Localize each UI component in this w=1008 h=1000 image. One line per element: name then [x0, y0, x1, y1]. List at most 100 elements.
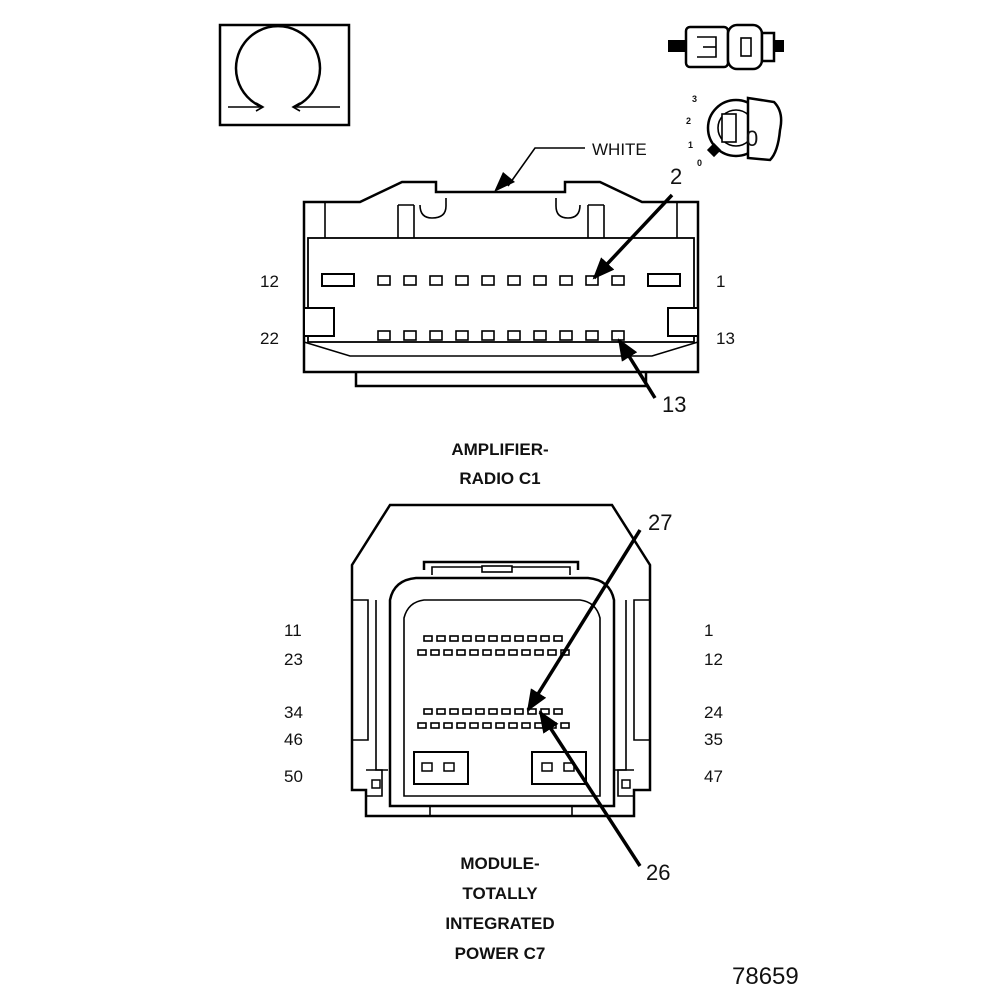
c1-bottom-cavity — [559, 330, 573, 341]
c1-bottom-cavity — [481, 330, 495, 341]
c1-label-pin-12: 12 — [260, 272, 279, 291]
c7-callout-arrow-27 — [526, 529, 642, 712]
c1-callout-2: 2 — [670, 164, 682, 189]
c7-label-pin-50: 50 — [284, 767, 303, 786]
c7-row4-cavity — [495, 722, 505, 729]
c7-row4-cavity — [443, 722, 453, 729]
wire-color-label: WHITE — [592, 140, 647, 159]
c7-row4-cavity — [521, 722, 531, 729]
c1-top-cavity — [533, 275, 547, 286]
c7-label-pin-23: 23 — [284, 650, 303, 669]
c7-row2-cavity — [443, 649, 453, 656]
c7-caption-line4: POWER C7 — [455, 944, 546, 963]
c7-row2-cavity — [417, 649, 427, 656]
c7-row4-cavity — [456, 722, 466, 729]
c7-row3-cavity — [462, 708, 472, 715]
ignition-position-1: 1 — [688, 140, 693, 150]
c7-row2-cavity — [456, 649, 466, 656]
c7-label-pin-34: 34 — [284, 703, 303, 722]
c7-row4-cavity — [482, 722, 492, 729]
c7-caption-line1: MODULE- — [460, 854, 539, 873]
c7-row4-cavity — [508, 722, 518, 729]
c1-caption-line1: AMPLIFIER- — [451, 440, 548, 459]
ignition-position-0: 0 — [697, 158, 702, 168]
c7-row4-cavity — [560, 722, 570, 729]
c1-top-cavity — [559, 275, 573, 286]
c7-row3-cavity — [488, 708, 498, 715]
ignition-position-2: 2 — [686, 116, 691, 126]
c1-top-cavity — [455, 275, 469, 286]
c1-bottom-cavity — [403, 330, 417, 341]
c7-row2-cavity — [547, 649, 557, 656]
c1-pin-row-top — [377, 275, 625, 286]
c7-row1-cavity — [488, 635, 498, 642]
c7-callout-arrow-26 — [538, 710, 642, 867]
c1-top-cavity — [507, 275, 521, 286]
c7-row1-cavity — [540, 635, 550, 642]
c7-caption-line2: TOTALLY — [462, 884, 538, 903]
ohm-resistance-icon — [218, 23, 351, 127]
c1-label-pin-22: 22 — [260, 329, 279, 348]
c7-row1-cavity — [501, 635, 511, 642]
c7-row3-cavity — [423, 708, 433, 715]
c1-bottom-cavity — [455, 330, 469, 341]
c7-label-pin-1: 1 — [704, 621, 713, 640]
c1-bottom-cavity — [585, 330, 599, 341]
ignition-key-label: 0 — [746, 126, 758, 151]
c7-row3-cavity — [436, 708, 446, 715]
c7-row4-cavity — [469, 722, 479, 729]
c7-label-pin-35: 35 — [704, 730, 723, 749]
c1-caption-line2: RADIO C1 — [459, 469, 540, 488]
c7-row1-cavity — [449, 635, 459, 642]
c7-row3-cavity — [501, 708, 511, 715]
c7-callout-26: 26 — [646, 860, 670, 885]
c7-label-pin-46: 46 — [284, 730, 303, 749]
c7-row2-cavity — [469, 649, 479, 656]
c7-row1-cavity — [475, 635, 485, 642]
c7-row1-cavity — [436, 635, 446, 642]
c7-row1-cavity — [527, 635, 537, 642]
c7-row2-cavity — [482, 649, 492, 656]
c1-label-pin-1: 1 — [716, 272, 725, 291]
c7-row4-cavity — [534, 722, 544, 729]
c7-row4-cavity — [417, 722, 427, 729]
c7-label-pin-12: 12 — [704, 650, 723, 669]
c1-top-cavity — [611, 275, 625, 286]
c7-row2-cavity — [534, 649, 544, 656]
connector-c1: WHITE 12 1 22 13 2 13 AMPLIFIER- — [260, 140, 735, 488]
c1-bottom-cavity — [611, 330, 625, 341]
c7-callout-27: 27 — [648, 510, 672, 535]
c7-label-pin-11: 11 — [284, 621, 302, 640]
ignition-position-3: 3 — [692, 94, 697, 104]
connector-c7: 11 1 23 12 34 24 46 35 50 47 27 26 MODUL… — [284, 503, 723, 963]
c7-label-pin-47: 47 — [704, 767, 723, 786]
ignition-key-icon: 3 2 1 0 0 — [686, 94, 783, 168]
c7-row2-cavity — [521, 649, 531, 656]
c1-bottom-cavity — [377, 330, 391, 341]
c7-row3-cavity — [514, 708, 524, 715]
c7-row1-cavity — [514, 635, 524, 642]
c1-top-cavity — [585, 275, 599, 286]
c1-label-pin-13: 13 — [716, 329, 735, 348]
c1-top-cavity — [403, 275, 417, 286]
c7-row4-cavity — [430, 722, 440, 729]
c1-callout-arrow-2 — [592, 193, 674, 280]
c1-bottom-cavity — [533, 330, 547, 341]
c7-row3-cavity — [475, 708, 485, 715]
c7-row1-cavity — [462, 635, 472, 642]
c7-row1-cavity — [423, 635, 433, 642]
c1-top-cavity — [429, 275, 443, 286]
c7-caption-line3: INTEGRATED — [445, 914, 554, 933]
c1-callout-13: 13 — [662, 392, 686, 417]
c1-bottom-cavity — [429, 330, 443, 341]
c7-row3-cavity — [553, 708, 563, 715]
c1-callout-arrow-13 — [617, 338, 657, 399]
c1-bottom-cavity — [507, 330, 521, 341]
c1-top-cavity — [481, 275, 495, 286]
c7-row2-cavity — [495, 649, 505, 656]
c1-pin-row-bottom — [377, 330, 625, 341]
c7-row2-cavity — [430, 649, 440, 656]
c7-label-pin-24: 24 — [704, 703, 723, 722]
c7-row1-cavity — [553, 635, 563, 642]
